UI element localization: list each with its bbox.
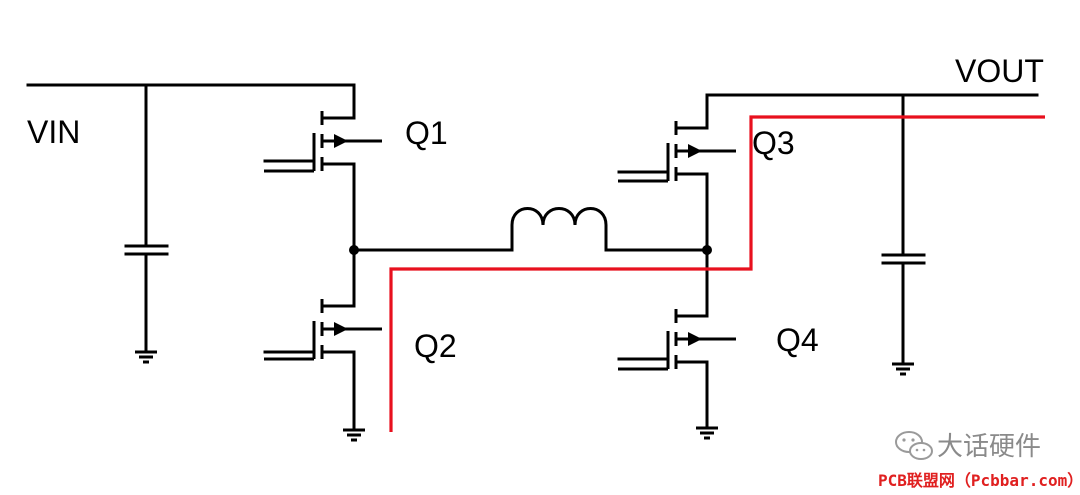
- q2-label: Q2: [414, 328, 457, 364]
- vout-label: VOUT: [955, 53, 1044, 89]
- input-capacitor: [124, 83, 169, 364]
- q1-label: Q1: [405, 115, 448, 151]
- watermark-brand: 大话硬件: [937, 432, 1041, 462]
- q3-label: Q3: [752, 125, 795, 161]
- watermark-site: PCB联盟网（Pcbbar.com）: [878, 471, 1080, 490]
- switch-node-right: [702, 245, 712, 255]
- current-path: [389, 115, 1045, 432]
- vin-label: VIN: [27, 114, 80, 150]
- q2-mosfet: [262, 248, 384, 442]
- q4-label: Q4: [776, 322, 819, 358]
- q3-mosfet: [616, 93, 738, 252]
- output-capacitor: [881, 93, 926, 376]
- q1-mosfet: [262, 83, 384, 252]
- q4-mosfet: [616, 248, 738, 440]
- wechat-icon: [895, 431, 933, 460]
- inductor: [352, 207, 709, 252]
